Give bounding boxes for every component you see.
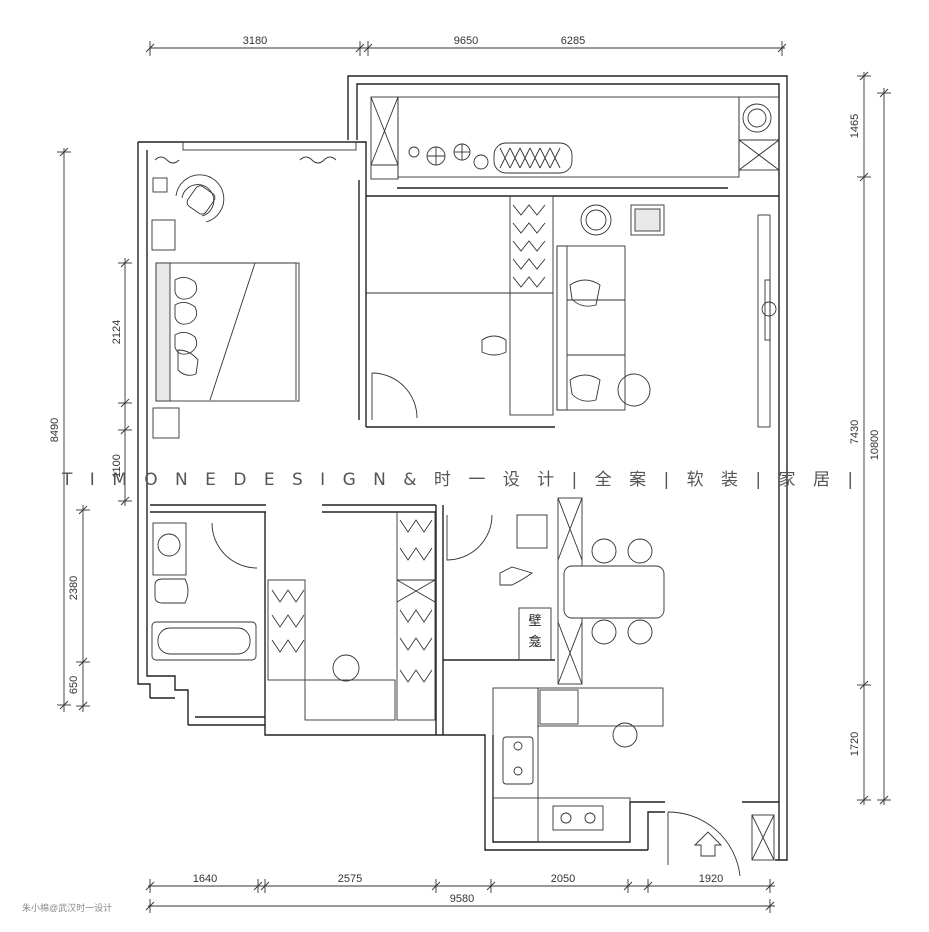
dim-left-1100: 1100 [111, 454, 123, 478]
balcony [370, 96, 780, 180]
dim-bottom-1920: 1920 [699, 873, 723, 885]
kitchen [492, 687, 664, 843]
watermark-text: T I M O N E D E S I G N & 时 一 设 计 | 全 案 … [61, 470, 859, 490]
balcony-sofa [493, 142, 573, 174]
dim-right-7430: 7430 [849, 420, 861, 444]
dim-right-1720: 1720 [849, 732, 861, 756]
dim-right-10800: 10800 [869, 430, 881, 461]
dim-top-9650: 9650 [454, 35, 478, 47]
dim-top-6285: 6285 [561, 35, 585, 47]
living-room [556, 204, 777, 428]
bathroom-left [151, 522, 258, 661]
dim-left-2380: 2380 [68, 576, 80, 600]
niche-label-2: 龛 [528, 635, 541, 650]
dim-top-3180: 3180 [243, 35, 267, 47]
dim-bottom-9580: 9580 [450, 893, 474, 905]
footer-signature: 朱小棉@武汉时一设计 [22, 902, 112, 913]
dim-right-1465: 1465 [849, 114, 861, 138]
sofa [556, 245, 626, 411]
bathroom-middle [446, 514, 552, 661]
niche-label-1: 壁 [528, 614, 541, 629]
dim-left-2124: 2124 [111, 320, 123, 344]
walls [137, 75, 788, 861]
dimension-lines [57, 41, 891, 913]
lounge-chair [175, 174, 225, 223]
bed [155, 262, 300, 402]
dim-bottom-2575: 2575 [338, 873, 362, 885]
closet [267, 511, 436, 721]
dim-bottom-2050: 2050 [551, 873, 575, 885]
plants [408, 143, 489, 170]
dim-left-8490: 8490 [49, 418, 61, 442]
dim-bottom-1640: 1640 [193, 873, 217, 885]
dim-left-650: 650 [68, 676, 80, 694]
study-room [366, 195, 554, 420]
master-bedroom [151, 141, 357, 439]
entrance [667, 811, 775, 877]
dining-area [557, 497, 665, 685]
